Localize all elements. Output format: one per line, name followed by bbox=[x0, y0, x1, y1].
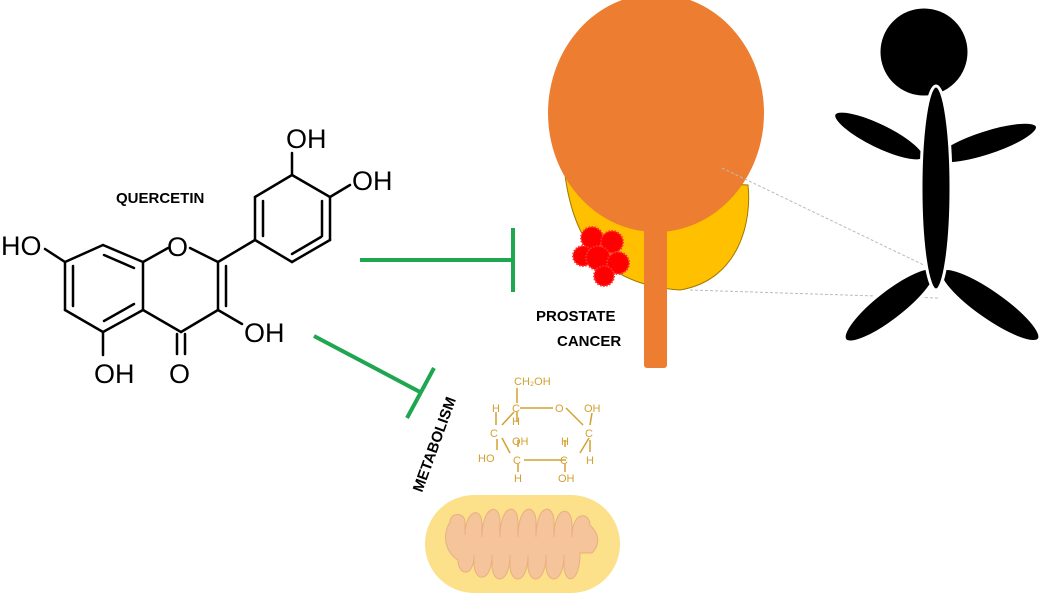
ring-oxygen-text: O bbox=[167, 232, 188, 262]
prostate-label-line1: PROSTATE bbox=[536, 308, 615, 325]
oh-c3-text: OH bbox=[244, 318, 285, 348]
glucose-c3: C bbox=[585, 428, 593, 440]
glucose-c1: C bbox=[512, 403, 520, 415]
carbonyl-oxygen-text: O bbox=[169, 359, 190, 389]
tumor-cluster bbox=[572, 226, 630, 287]
figure-head bbox=[877, 5, 971, 99]
oh-right-text: OH bbox=[352, 166, 393, 196]
metabolism-label: METABOLISM bbox=[410, 395, 460, 495]
glucose-oh-3: OH bbox=[558, 473, 575, 485]
inhibition-arrow-prostate bbox=[360, 228, 515, 292]
glucose-structure bbox=[495, 388, 593, 472]
ho-left-text: HO bbox=[1, 231, 42, 261]
glucose-h-3: H bbox=[561, 436, 569, 448]
glucose-oh-1: OH bbox=[584, 403, 601, 415]
human-figure bbox=[832, 5, 1042, 344]
figure-right-leg bbox=[938, 266, 1042, 344]
quercetin-label: QUERCETIN bbox=[116, 190, 204, 207]
mitochondrion bbox=[425, 495, 620, 593]
mitochondrion-cristae bbox=[445, 508, 599, 580]
glucose-h-4: H bbox=[586, 455, 594, 467]
oh-top-text: OH bbox=[286, 124, 327, 154]
glucose-h-2: H bbox=[512, 416, 520, 428]
inhibition-arrow-metabolism bbox=[313, 334, 436, 419]
glucose-h-5: H bbox=[514, 473, 522, 485]
glucose-ho: HO bbox=[478, 453, 495, 465]
oh-c5-text: OH bbox=[94, 359, 135, 389]
glucose-h-1: H bbox=[492, 403, 500, 415]
glucose-c4: C bbox=[513, 455, 521, 467]
bladder bbox=[548, 0, 764, 232]
urethra bbox=[644, 220, 667, 368]
figure-left-arm bbox=[832, 109, 926, 163]
prostate-label-line2: CANCER bbox=[557, 333, 621, 350]
glucose-ch2oh: CH₂OH bbox=[514, 376, 551, 388]
glucose-c2: C bbox=[490, 428, 498, 440]
glucose-ring-o: O bbox=[555, 403, 564, 415]
glucose-c5: C bbox=[560, 455, 568, 467]
figure-body bbox=[919, 84, 953, 292]
quercetin-structure bbox=[43, 151, 352, 357]
glucose-oh-2: OH bbox=[512, 436, 529, 448]
